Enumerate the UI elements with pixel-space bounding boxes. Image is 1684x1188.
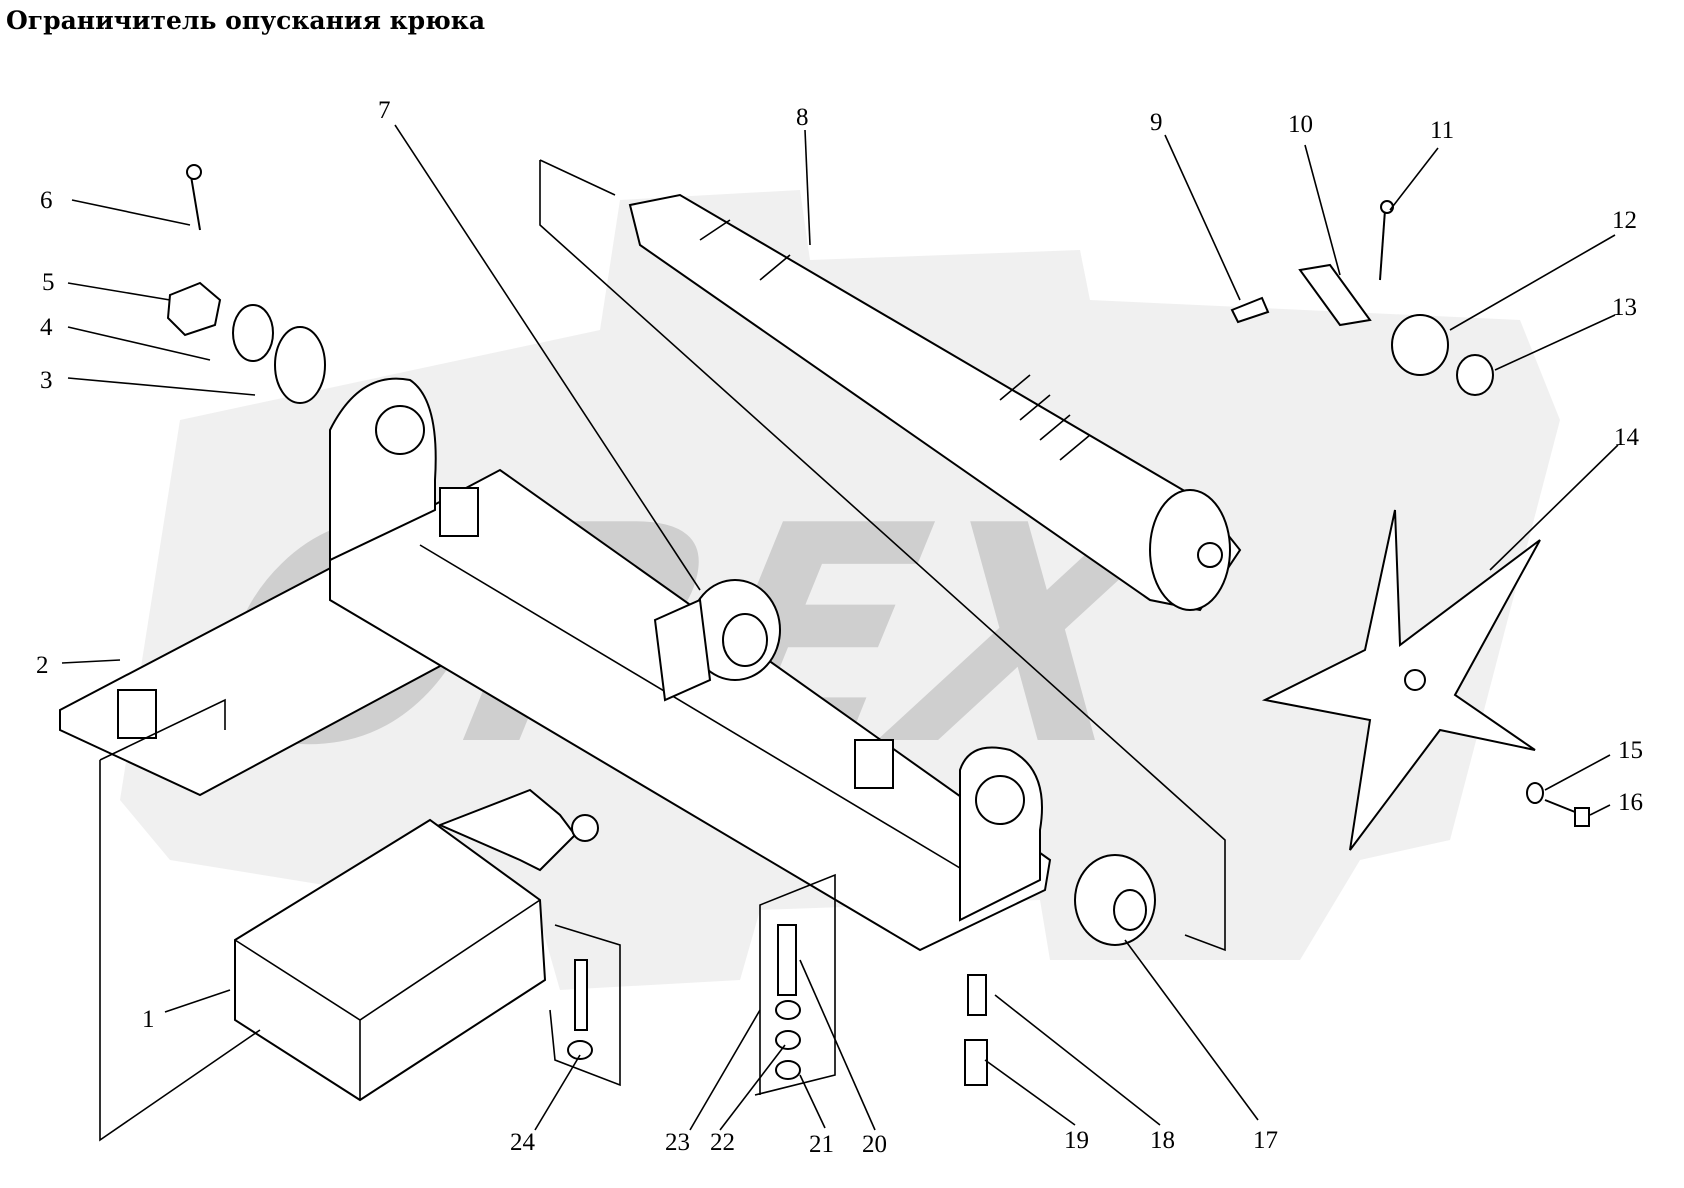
limit-switch-box [234, 788, 599, 1102]
callout-9: 9 [1150, 109, 1163, 136]
callout-13: 13 [1612, 294, 1637, 321]
screw-shaft [628, 193, 1242, 612]
callout-1: 1 [142, 1006, 155, 1033]
callout-8: 8 [796, 104, 809, 131]
callout-3: 3 [40, 367, 53, 394]
callout-21: 21 [809, 1131, 834, 1158]
callout-15: 15 [1618, 737, 1643, 764]
fasteners [567, 782, 1590, 1086]
callout-5: 5 [42, 269, 55, 296]
callout-11: 11 [1430, 117, 1454, 144]
callout-12: 12 [1612, 207, 1637, 234]
page-title: Ограничитель опускания крюка [6, 6, 486, 35]
callout-24: 24 [510, 1129, 536, 1156]
callout-19: 19 [1064, 1127, 1089, 1154]
callout-23: 23 [665, 1129, 690, 1156]
callout-17: 17 [1253, 1127, 1278, 1154]
small-parts [166, 164, 1494, 404]
callout-20: 20 [862, 1131, 887, 1158]
callout-18: 18 [1150, 1127, 1175, 1154]
callout-14: 14 [1614, 424, 1640, 451]
callout-7: 7 [378, 97, 391, 124]
leader-lines [61, 124, 1619, 1142]
base-plate [59, 377, 1052, 952]
callout-16: 16 [1618, 789, 1643, 816]
callout-6: 6 [40, 187, 53, 214]
star-wheel [1261, 509, 1541, 851]
callout-4: 4 [40, 314, 53, 341]
callout-10: 10 [1288, 111, 1313, 138]
callout-2: 2 [36, 652, 49, 679]
clamp-ring [653, 579, 781, 702]
callout-labels: 1 2 3 4 5 6 7 8 9 10 11 12 13 14 15 16 1… [36, 97, 1643, 1158]
callout-22: 22 [710, 1129, 735, 1156]
